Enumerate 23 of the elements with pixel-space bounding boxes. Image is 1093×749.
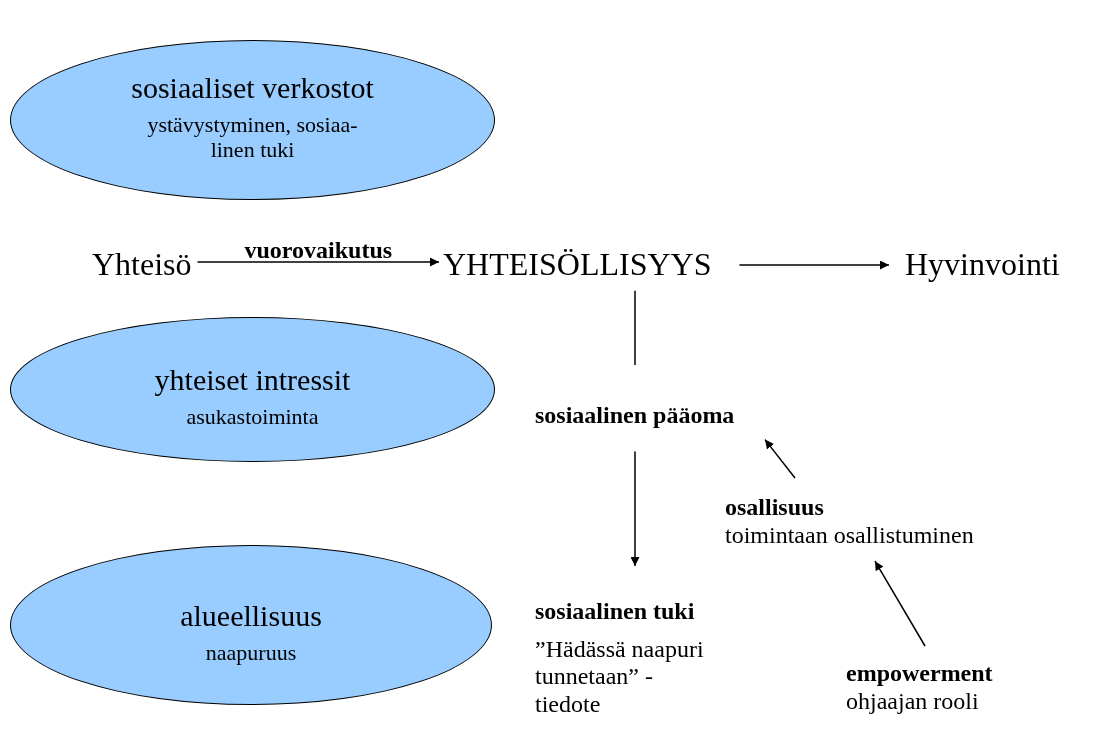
node-title: Yhteisö: [92, 246, 192, 283]
node-title: yhteiset intressit: [154, 363, 351, 398]
node-title: sosiaalinen pääoma: [535, 402, 735, 430]
node-text: toimintaan osallistuminen: [725, 521, 974, 550]
node-text: asukastoiminta: [186, 403, 319, 429]
arrow: [196, 257, 440, 267]
arrow: [764, 438, 796, 479]
node-title: YHTEISÖLLISYYS: [443, 246, 712, 283]
node-title: osallisuus: [725, 494, 824, 522]
node-title: sosiaalinen tuki: [535, 598, 696, 626]
node-title: sosiaaliset verkostot: [131, 71, 374, 106]
node-text: naapuruus: [205, 639, 297, 665]
node-text: ystävystyminen, sosiaa- linen tuki: [146, 111, 359, 163]
arrow: [630, 450, 640, 567]
node-text: ”Hädässä naapuri tunnetaan” - tiedote: [535, 635, 705, 719]
arrow: [874, 560, 926, 647]
node-title: empowerment: [846, 660, 993, 688]
connector-line: [634, 290, 636, 366]
edge-label: vuorovaikutus: [244, 238, 393, 262]
node-title: Hyvinvointi: [905, 246, 1060, 283]
node-title: alueellisuus: [180, 599, 322, 634]
arrow: [738, 260, 890, 270]
node-text: ohjaajan rooli: [846, 687, 979, 716]
